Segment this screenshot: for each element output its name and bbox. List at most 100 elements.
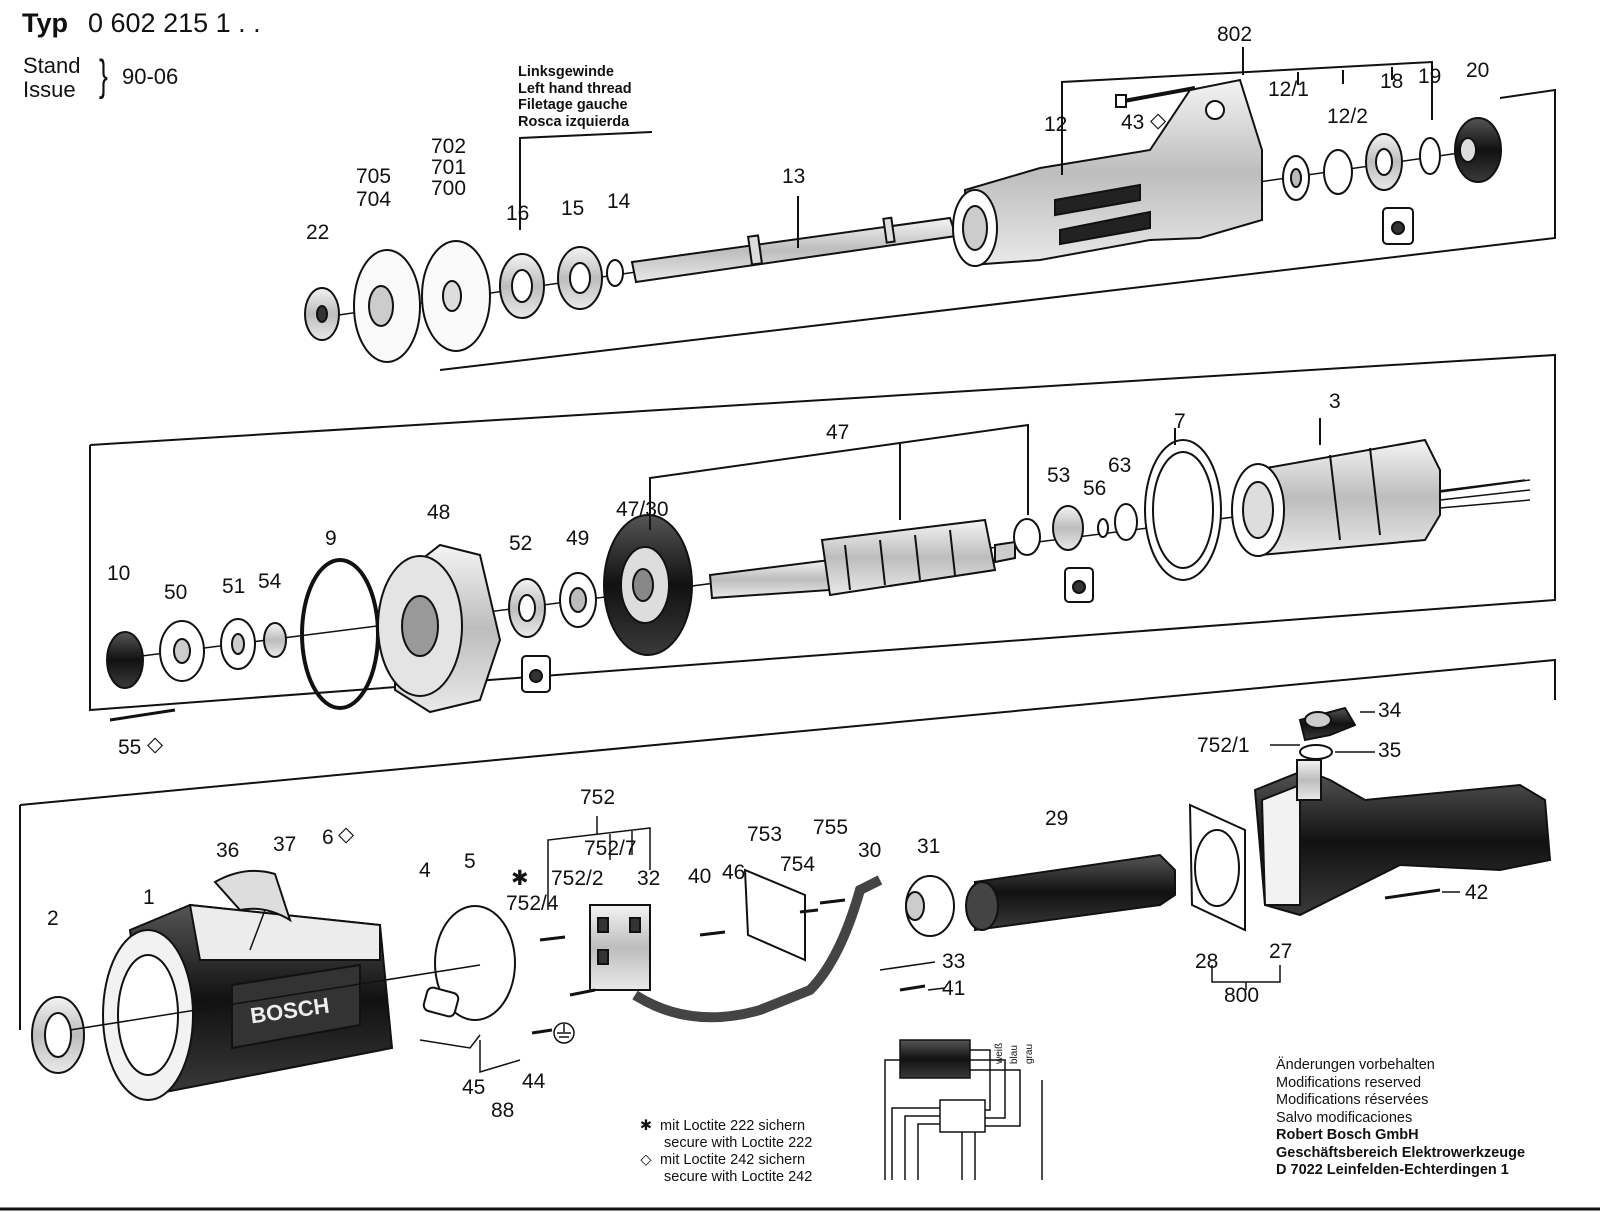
thread-note-en: Left hand thread (518, 80, 632, 97)
callout-700: 700 (431, 177, 467, 200)
callout-13: 13 (782, 165, 806, 188)
part-29-sleeve (974, 853, 1176, 932)
company-name: Robert Bosch GmbH (1276, 1127, 1419, 1143)
part-7-baffle (1144, 439, 1222, 581)
part-54 (263, 622, 287, 658)
wiring-winding (899, 1039, 971, 1079)
panel-frame-top (439, 88, 1556, 371)
row2-parts (106, 438, 1531, 722)
callout-19: 19 (1418, 65, 1442, 88)
part-55-screw (109, 708, 176, 722)
callout-1: 1 (143, 886, 155, 909)
stand-label: Stand (23, 53, 81, 78)
legend-222-de: mit Loctite 222 sichern (660, 1118, 806, 1134)
callout-53: 53 (1047, 464, 1071, 487)
callout-704: 704 (356, 188, 392, 211)
thread-note-es: Rosca izquierda (518, 113, 630, 130)
callout-35: 35 (1378, 739, 1402, 762)
part-53 (1013, 518, 1041, 556)
part-12-housing (963, 78, 1263, 267)
part-36-nameplate (213, 869, 292, 923)
part-56 (1097, 518, 1109, 538)
part-30-cable (632, 875, 883, 1023)
wire-label-white: weiß (994, 1043, 1005, 1065)
part-4-clip (422, 986, 460, 1018)
callout-802: 802 (1217, 23, 1253, 46)
legend-242-de: mit Loctite 242 sichern (660, 1152, 806, 1168)
callout-47: 47 (826, 421, 850, 444)
callout-30: 30 (858, 839, 882, 862)
callout-705: 705 (356, 165, 392, 188)
note-es: Salvo modificaciones (1276, 1109, 1413, 1126)
diamond-symbol: ◇ (640, 1152, 652, 1168)
part-12-2 (1323, 149, 1353, 195)
part-47-armature-shaft (708, 558, 831, 600)
callout-50: 50 (164, 581, 188, 604)
callout-755: 755 (813, 816, 849, 839)
star-symbol: ✱ (639, 1118, 653, 1134)
callout-5: 5 (464, 850, 476, 873)
diamond-6: ◇ (338, 823, 355, 846)
callout-44: 44 (522, 1070, 546, 1093)
curly-brace: } (98, 51, 108, 100)
legend-242-en: secure with Loctite 242 (664, 1169, 813, 1185)
callout-51: 51 (222, 575, 246, 598)
callout-10: 10 (107, 562, 131, 585)
stand-value: 90-06 (122, 64, 179, 89)
callout-20: 20 (1466, 59, 1490, 82)
type-number: 0 602 215 1 . . (88, 8, 261, 38)
type-label: Typ (22, 8, 68, 38)
left-hand-thread-note: Linksgewinde Left hand thread Filetage g… (518, 64, 632, 130)
modification-notes: Änderungen vorbehalten Modifications res… (1276, 1057, 1525, 1180)
callout-752: 752 (580, 786, 616, 809)
note-fr: Modifications réservées (1276, 1092, 1429, 1108)
callout-88: 88 (491, 1099, 515, 1122)
wire-label-blue: blau (1009, 1045, 1020, 1064)
part-19 (1419, 137, 1441, 175)
row1-parts (304, 78, 1502, 363)
legend-row-242: ◇ mit Loctite 242 sichern (636, 1152, 812, 1169)
star-752-4: ✱ (511, 867, 529, 890)
diamond-55: ◇ (147, 733, 164, 756)
diamond-43: ◇ (1150, 109, 1167, 132)
note-en: Modifications reserved (1276, 1074, 1422, 1091)
part-47-armature-core (820, 518, 997, 597)
wire-label-grey: grau (1024, 1044, 1035, 1064)
company-address: D 7022 Leinfelden-Echterdingen 1 (1276, 1162, 1509, 1178)
callout-16: 16 (506, 202, 530, 225)
callout-12-2: 12/2 (1327, 105, 1368, 128)
callout-22: 22 (306, 221, 330, 244)
part-753-plate (743, 868, 806, 962)
callout-701: 701 (431, 156, 467, 179)
callout-9: 9 (325, 527, 337, 550)
callout-800: 800 (1224, 984, 1260, 1007)
callout-752-7: 752/7 (584, 837, 637, 860)
callout-4: 4 (419, 859, 431, 882)
issue-label: Issue (23, 77, 76, 102)
callout-15: 15 (561, 197, 585, 220)
callout-49: 49 (566, 527, 590, 550)
part-35-washer (1299, 744, 1333, 760)
part-20 (1454, 117, 1502, 183)
callout-12: 12 (1044, 113, 1068, 136)
part-43-screw (1123, 86, 1196, 103)
part-13-spindle (630, 216, 958, 284)
callout-752-4: 752/4 (506, 892, 559, 915)
callout-41: 41 (942, 977, 966, 1000)
callout-47-30: 47/30 (616, 498, 669, 521)
callout-753: 753 (747, 823, 783, 846)
thread-note-fr: Filetage gauche (518, 97, 628, 113)
legend-222-en: secure with Loctite 222 (664, 1135, 813, 1151)
part-5-cap (434, 905, 516, 1021)
callout-55: 55 (118, 736, 142, 759)
callout-43: 43 (1121, 111, 1145, 134)
callout-37: 37 (273, 833, 297, 856)
part-63 (1114, 503, 1138, 541)
company-division: Geschäftsbereich Elektrowerkzeuge (1276, 1144, 1526, 1161)
callout-34: 34 (1378, 699, 1402, 722)
callout-31: 31 (917, 835, 941, 858)
part-27-handle (1253, 768, 1552, 917)
callout-18: 18 (1380, 70, 1404, 93)
callout-32: 32 (637, 867, 661, 890)
